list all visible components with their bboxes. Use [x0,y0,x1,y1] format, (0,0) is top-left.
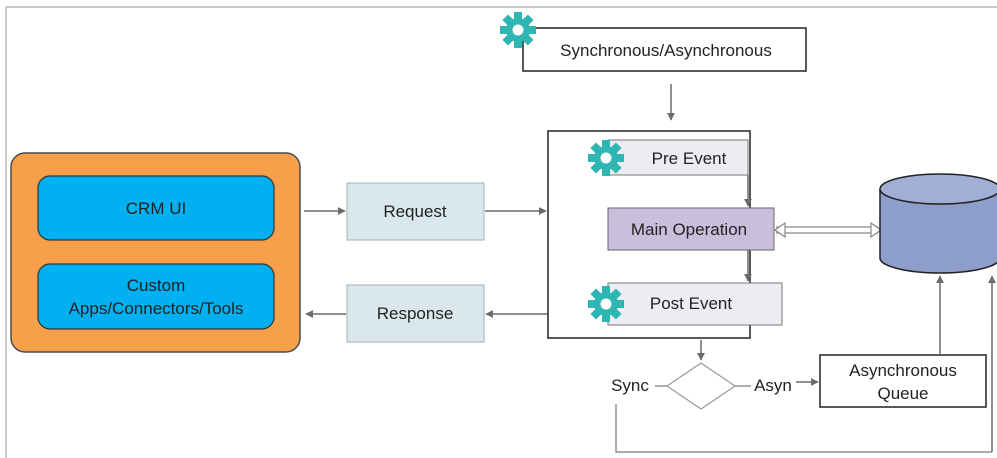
pre-event-label: Pre Event [652,149,727,168]
custom-apps-label-line1: Custom [127,276,186,295]
gear-icon [500,12,536,48]
request-box [346,182,485,241]
pre-event-box [607,139,749,176]
database-icon [879,173,997,274]
main-operation-label: Main Operation [631,220,747,239]
sync-label: Sync [611,376,649,395]
async-label: Asyn [754,376,792,395]
async-queue-box [819,354,987,408]
sync-async-box [522,27,807,72]
sync-return-line [615,404,940,453]
async-queue-label-line2: Queue [877,384,928,403]
response-label: Response [377,304,454,323]
main-to-database-double-arrow [773,221,883,239]
main-operation-box [607,207,775,251]
crm-ui-label: CRM UI [126,199,186,218]
gear-icon [588,286,624,322]
post-event-box [607,282,783,326]
image-frame [5,6,997,458]
gear-icon [588,140,624,176]
sync-async-decision [665,362,737,410]
custom-apps-box [37,263,275,330]
request-label: Request [383,202,447,221]
crm-ui-box [37,175,275,241]
sync-async-label: Synchronous/Asynchronous [560,41,772,60]
custom-apps-label-line2: Apps/Connectors/Tools [69,299,244,318]
async-queue-label-line1: Asynchronous [849,361,957,380]
post-event-label: Post Event [650,294,732,313]
response-box [346,284,485,343]
